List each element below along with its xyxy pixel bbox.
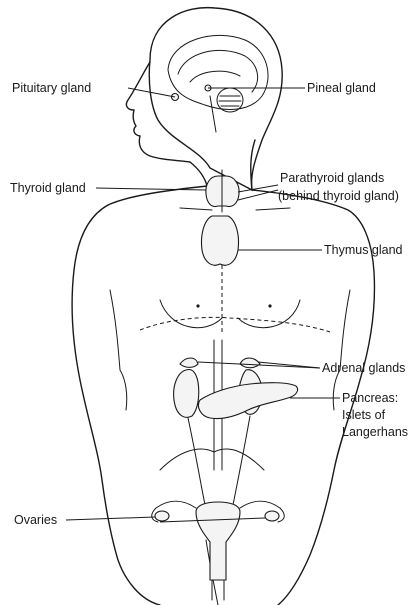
left-kidney bbox=[174, 370, 199, 418]
label-pancreas: Pancreas: bbox=[342, 391, 398, 405]
breast-left bbox=[160, 300, 222, 328]
left-arm-line bbox=[110, 290, 120, 370]
right-adrenal-gland bbox=[240, 358, 260, 368]
label-adrenal-glands: Adrenal glands bbox=[322, 361, 405, 375]
collarbone bbox=[180, 208, 290, 210]
right-ovary bbox=[265, 511, 279, 521]
label-parathyroid-glands: Parathyroid glands bbox=[280, 171, 384, 185]
waist-right bbox=[333, 370, 340, 410]
waist-left bbox=[120, 370, 127, 410]
label-langerhans: Langerhans bbox=[342, 425, 408, 439]
breast-right bbox=[238, 300, 300, 328]
hair bbox=[149, 8, 282, 190]
ureters bbox=[188, 416, 250, 510]
label-pituitary-gland: Pituitary gland bbox=[12, 81, 91, 95]
nipple-right bbox=[268, 304, 271, 307]
label-parathyroid-note: (behind thyroid gland) bbox=[278, 189, 399, 203]
diaphragm-line bbox=[140, 317, 330, 332]
nipple-left bbox=[196, 304, 199, 307]
label-ovaries: Ovaries bbox=[14, 513, 57, 527]
label-islets-of: Islets of bbox=[342, 408, 386, 422]
label-pineal-gland: Pineal gland bbox=[307, 81, 376, 95]
label-thyroid-gland: Thyroid gland bbox=[10, 181, 86, 195]
right-arm-line bbox=[340, 290, 350, 370]
left-ovary bbox=[155, 511, 169, 521]
pelvic-arch bbox=[160, 449, 264, 470]
left-adrenal-gland bbox=[180, 358, 198, 367]
thymus-gland bbox=[201, 216, 238, 265]
label-thymus-gland: Thymus gland bbox=[324, 243, 403, 257]
parathyroid-leader-2 bbox=[238, 190, 278, 200]
ovaries-leader-1 bbox=[66, 517, 155, 520]
uterus bbox=[196, 502, 240, 580]
